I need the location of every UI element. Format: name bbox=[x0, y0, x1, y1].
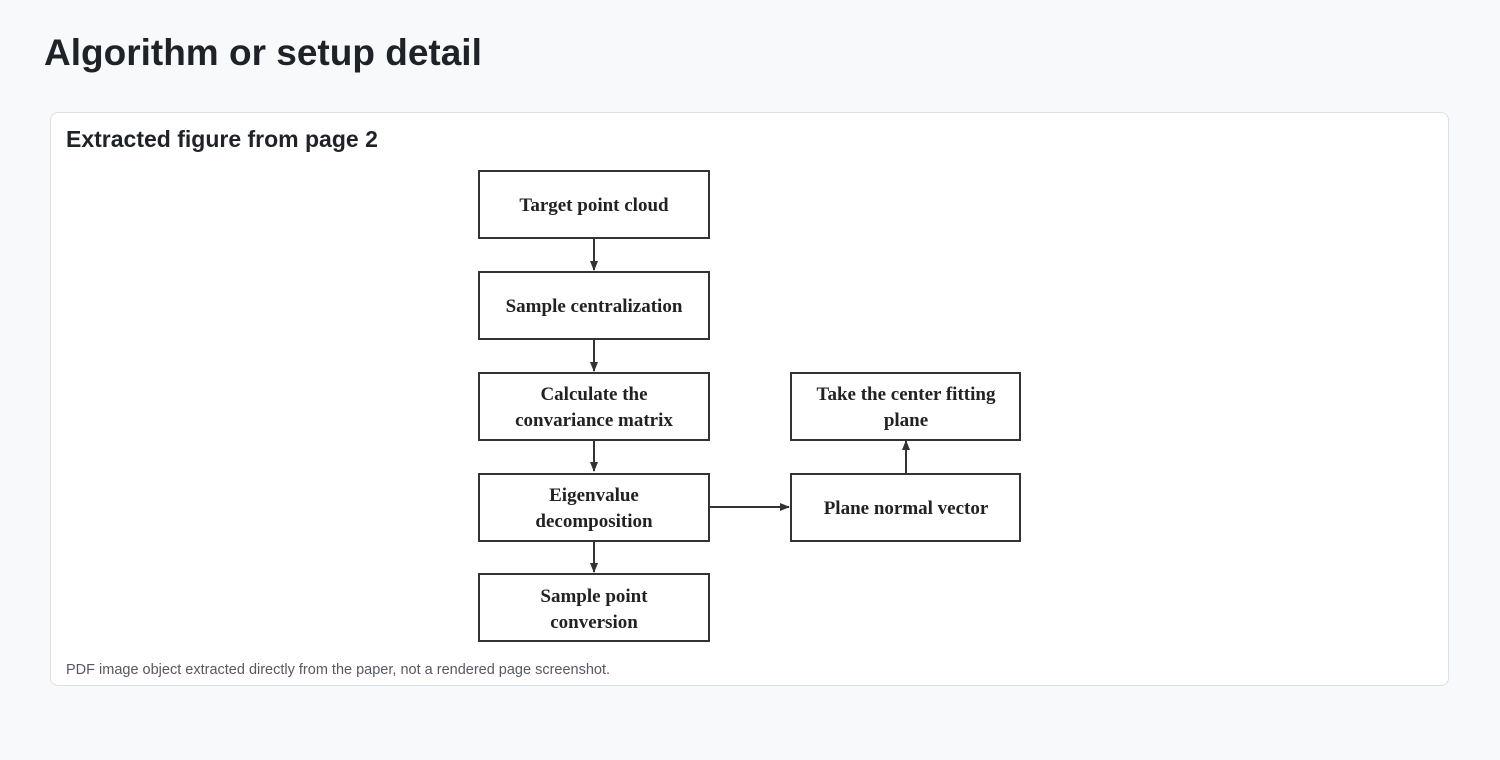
node-label-line-2: convariance matrix bbox=[515, 410, 673, 431]
node-label: Sample centralization bbox=[506, 296, 683, 317]
node-sample-centralization: Sample centralization bbox=[478, 271, 710, 340]
node-label: Target point cloud bbox=[519, 195, 669, 216]
node-label-line-1: Eigenvalue bbox=[549, 485, 639, 506]
figure-caption: PDF image object extracted directly from… bbox=[66, 662, 611, 678]
node-label-line-2: decomposition bbox=[535, 511, 653, 532]
node-label-line-1: Take the center fitting bbox=[817, 384, 996, 405]
flowchart: Target point cloud Sample centralization… bbox=[478, 170, 1021, 642]
node-label-line-2: plane bbox=[884, 410, 928, 431]
node-label-line-1: Sample point bbox=[540, 586, 648, 607]
node-label-line-1: Calculate the bbox=[540, 384, 647, 405]
node-target-point-cloud: Target point cloud bbox=[478, 170, 710, 239]
card-title: Extracted figure from page 2 bbox=[66, 126, 378, 152]
node-center-fitting-plane: Take the center fitting plane bbox=[790, 372, 1021, 441]
node-covariance-matrix: Calculate the convariance matrix bbox=[478, 372, 710, 441]
node-plane-normal-vector: Plane normal vector bbox=[790, 473, 1021, 542]
page-title: Algorithm or setup detail bbox=[44, 32, 482, 73]
node-label-line-2: conversion bbox=[550, 612, 638, 633]
figure-card: Extracted figure from page 2 Target poin… bbox=[50, 112, 1449, 686]
node-sample-point-conversion: Sample point conversion bbox=[478, 573, 710, 642]
node-eigenvalue-decomposition: Eigenvalue decomposition bbox=[478, 473, 710, 542]
node-label: Plane normal vector bbox=[824, 498, 989, 519]
